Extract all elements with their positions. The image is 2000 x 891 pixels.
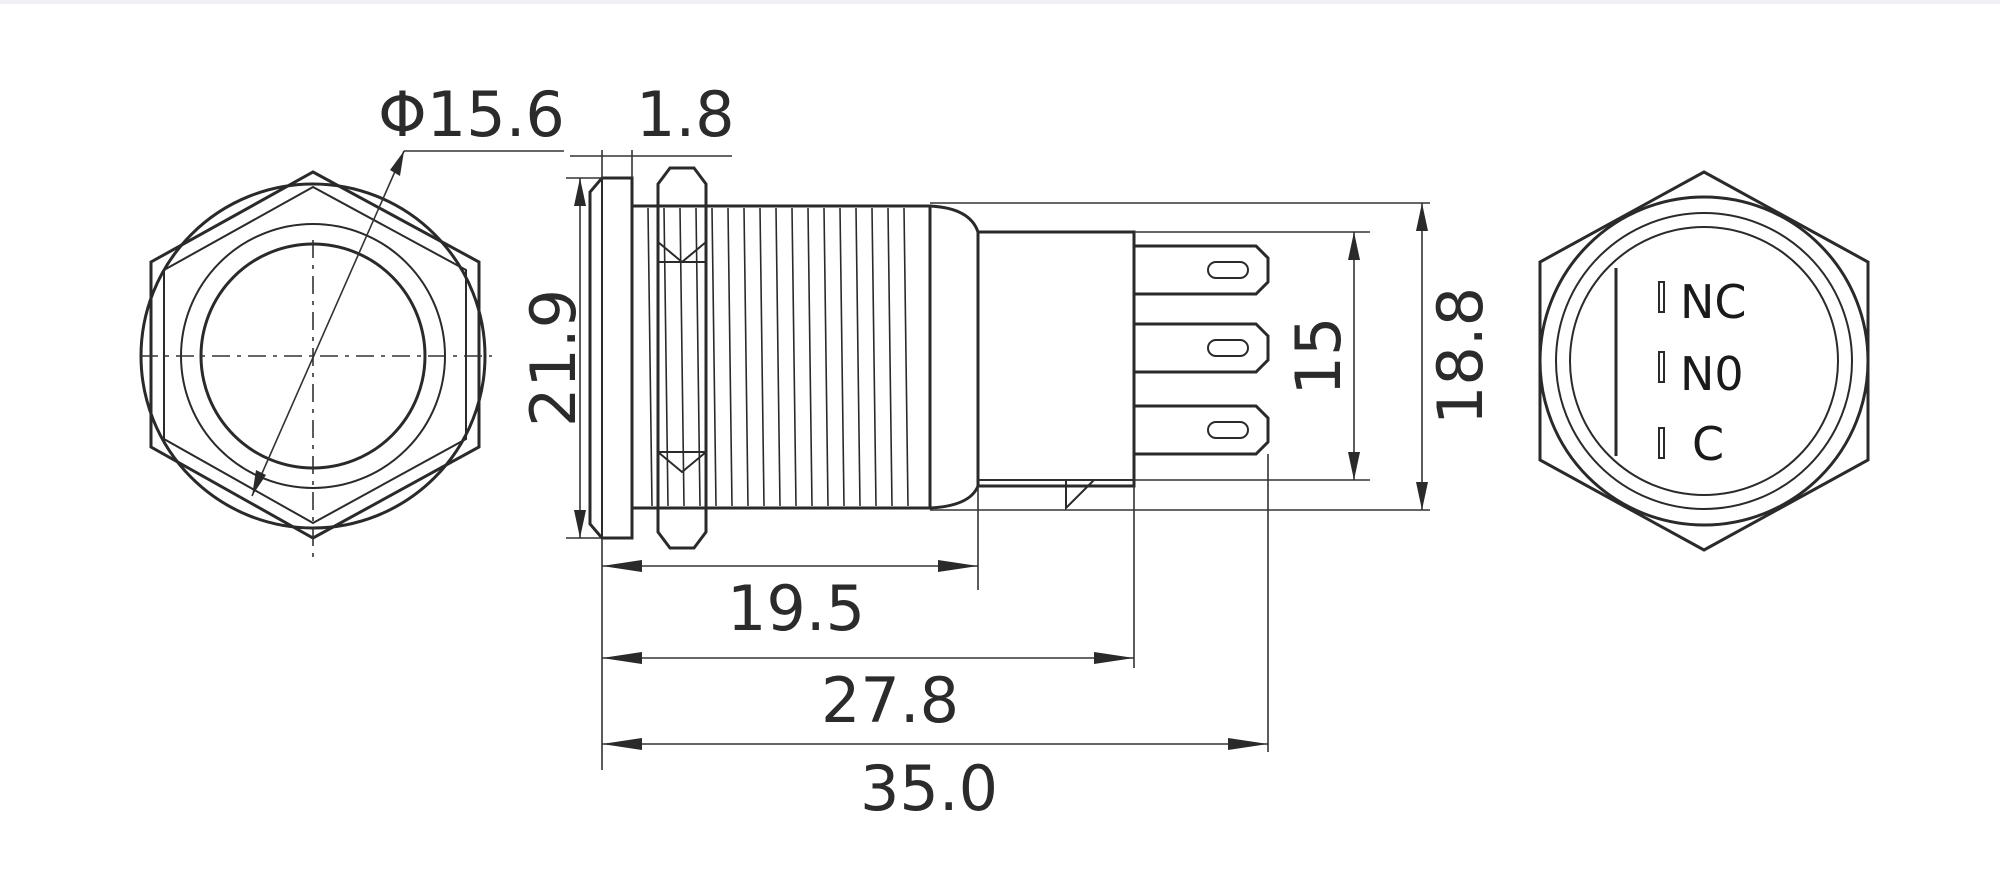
nut-facet-bottom: [657, 451, 707, 474]
thread-line: [791, 207, 797, 507]
dim-21.9-arrow-top: [574, 178, 586, 206]
thread-line: [679, 207, 685, 507]
thread-line: [807, 207, 813, 507]
terminal-c-label: C: [1692, 417, 1724, 471]
thread-line: [647, 207, 653, 507]
front-view: [139, 150, 564, 560]
terminal-no-label: N0: [1680, 347, 1744, 401]
threaded-barrel: [630, 204, 932, 510]
rear-pin-no: [1658, 351, 1665, 383]
thread-line: [775, 207, 781, 507]
body-height-label: 18.8: [1424, 287, 1497, 425]
thread-line: [903, 207, 909, 507]
dim-35.0-arrow-left: [602, 738, 642, 750]
body-notch: [1065, 479, 1095, 511]
rear-outer-ring: [1538, 195, 1870, 527]
thread-line: [839, 207, 845, 507]
diameter-arrow-upper: [390, 151, 404, 176]
rear-pin-nc: [1658, 281, 1665, 313]
flange-height-label: 21.9: [517, 289, 590, 427]
rear-middle-ring: [1555, 212, 1853, 510]
dim-27.8-arrow-right: [1094, 652, 1134, 664]
thread-line: [743, 207, 749, 507]
thread-line: [663, 207, 669, 507]
rear-hex-nut: [1538, 170, 1870, 552]
terminal-bottom: [1134, 404, 1270, 456]
terminal-span-label: 15: [1282, 317, 1355, 396]
dim-19.5-arrow-left: [602, 560, 642, 572]
terminal-nc-label: NC: [1680, 275, 1747, 329]
thread-line: [759, 207, 765, 507]
dim-15-arrow-bottom: [1348, 452, 1360, 480]
total-length-label: 35.0: [860, 752, 998, 825]
thread-line: [711, 207, 717, 507]
front-hex-nut-inner: [163, 185, 467, 525]
rear-view: [1538, 170, 1870, 552]
thread-line: [855, 207, 861, 507]
dim-21.9-arrow-bottom: [574, 510, 586, 538]
flange-thickness-label: 1.8: [636, 78, 735, 151]
top-border-strip: [0, 0, 2000, 4]
rear-pin-c: [1658, 427, 1665, 459]
barrel-shoulder: [929, 204, 980, 510]
thread-line: [823, 207, 829, 507]
dim-19.5-arrow-right: [938, 560, 978, 572]
thread-line: [727, 207, 733, 507]
diameter-arrow-lower: [252, 470, 266, 496]
thread-line: [871, 207, 877, 507]
diameter-leader-line: [251, 150, 405, 497]
side-view: [566, 150, 1430, 770]
terminal-middle: [1134, 322, 1270, 374]
rear-inner-ring: [1569, 226, 1839, 496]
terminal-top: [1134, 244, 1270, 296]
switch-body: [976, 230, 1136, 488]
thread-line: [695, 207, 701, 507]
thread-lines: [647, 207, 909, 507]
dim-27.8-arrow-left: [602, 652, 642, 664]
dim-35.0-arrow-right: [1228, 738, 1268, 750]
dim-15-arrow-top: [1348, 232, 1360, 260]
housing-length-label: 27.8: [821, 664, 959, 737]
nut-side: [656, 166, 708, 550]
dim-18.8-arrow-bottom: [1416, 482, 1428, 510]
dim-18.8-arrow-top: [1416, 203, 1428, 231]
diameter-label: Φ15.6: [378, 78, 565, 151]
thread-length-label: 19.5: [727, 572, 865, 645]
thread-line: [887, 207, 893, 507]
flange: [588, 176, 634, 540]
